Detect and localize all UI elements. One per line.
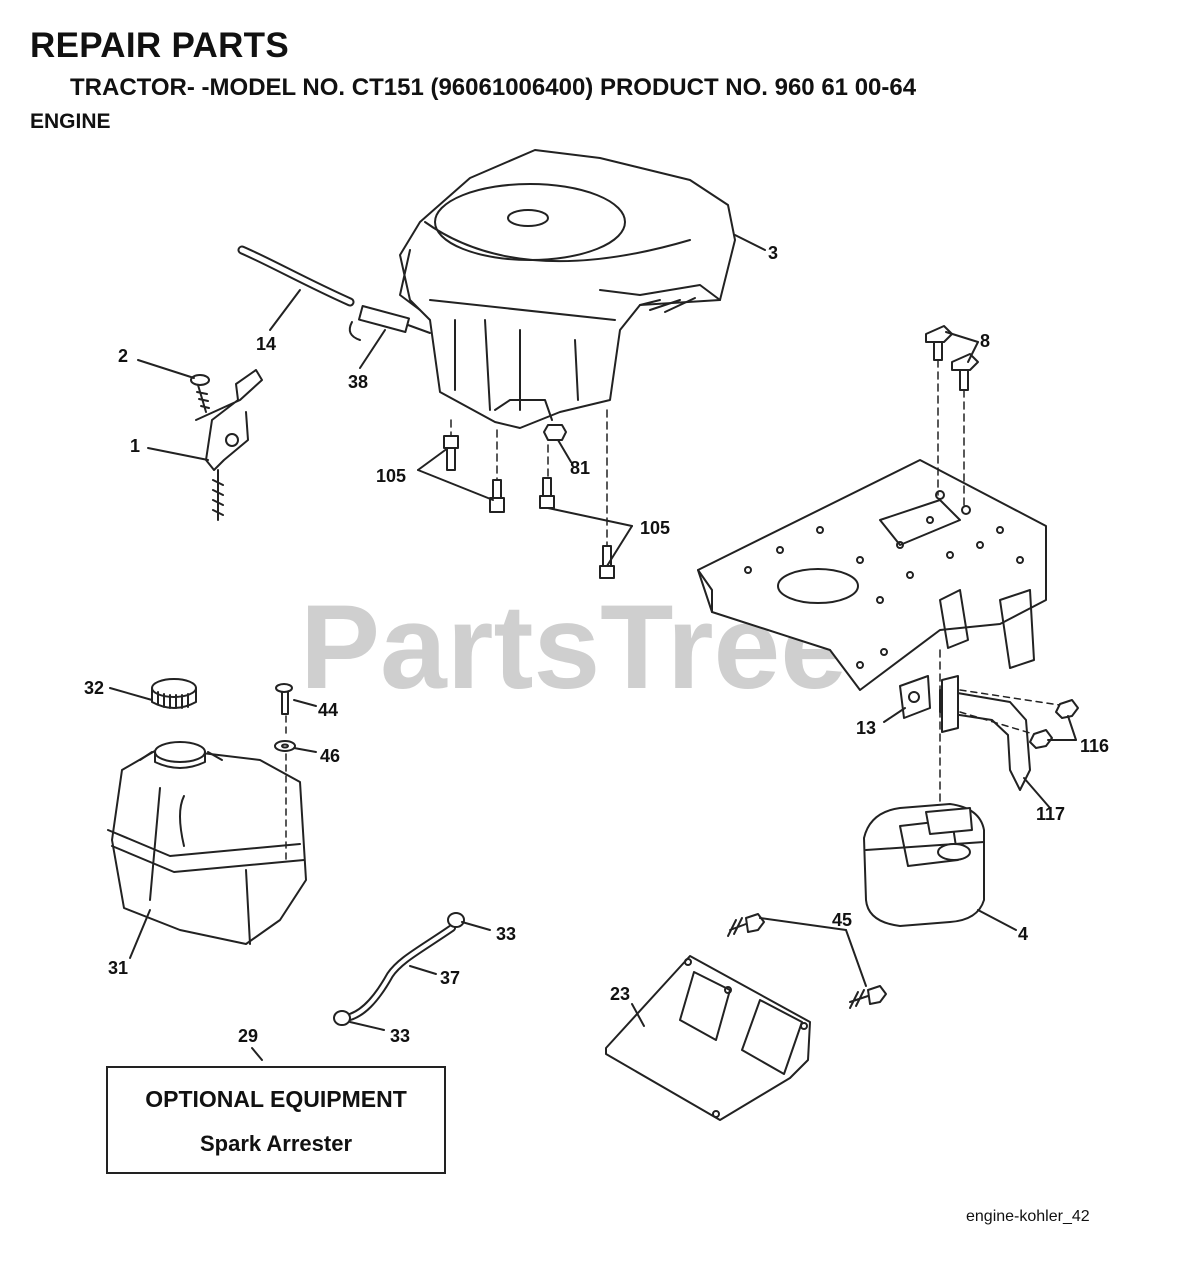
- engine-part[interactable]: [399, 149, 736, 429]
- gasket-part[interactable]: [899, 675, 931, 719]
- callout-105-right[interactable]: 105: [640, 518, 670, 538]
- tank-screw-part[interactable]: [275, 683, 293, 715]
- leader-lines: [109, 234, 1077, 1061]
- callout-81[interactable]: 81: [570, 458, 590, 478]
- callout-8[interactable]: 8: [980, 331, 990, 351]
- callout-13[interactable]: 13: [856, 718, 876, 738]
- callout-37[interactable]: 37: [440, 968, 460, 988]
- callout-2[interactable]: 2: [118, 346, 128, 366]
- fuel-cap-part[interactable]: [151, 678, 197, 709]
- callout-numbers: 3 14 38 2 1 105 81 105 8 13 116 117 4 45…: [84, 243, 1109, 1046]
- callout-32[interactable]: 32: [84, 678, 104, 698]
- throttle-control-part[interactable]: [195, 369, 263, 521]
- callout-23[interactable]: 23: [610, 984, 630, 1004]
- spark-arrester-label: Spark Arrester: [199, 1131, 353, 1156]
- engine-mount-plate: [697, 459, 1047, 691]
- callout-14[interactable]: 14: [256, 334, 276, 354]
- fuel-tank-part[interactable]: [107, 741, 307, 945]
- callout-33-top[interactable]: 33: [496, 924, 516, 944]
- callout-33-bottom[interactable]: 33: [390, 1026, 410, 1046]
- washer-part[interactable]: [274, 740, 296, 752]
- model-subtitle: TRACTOR- -MODEL NO. CT151 (96061006400) …: [70, 74, 917, 101]
- callout-4[interactable]: 4: [1018, 924, 1028, 944]
- callout-29[interactable]: 29: [238, 1026, 258, 1046]
- hose-clamp-part[interactable]: [333, 912, 465, 1026]
- muffler-part[interactable]: [863, 803, 985, 927]
- section-label: ENGINE: [30, 110, 111, 133]
- callout-31[interactable]: 31: [108, 958, 128, 978]
- callout-1[interactable]: 1: [130, 436, 140, 456]
- screw-part[interactable]: [190, 374, 210, 413]
- shield-screw-part[interactable]: [727, 913, 887, 1009]
- optional-equipment-box: OPTIONAL EQUIPMENT Spark Arrester: [106, 1066, 446, 1174]
- fuel-fitting-part[interactable]: [348, 305, 431, 341]
- diagram-reference: engine-kohler_42: [966, 1208, 1090, 1225]
- exhaust-pipe-part[interactable]: [939, 675, 1031, 791]
- callout-46[interactable]: 46: [320, 746, 340, 766]
- callout-3[interactable]: 3: [768, 243, 778, 263]
- optional-equipment-title: OPTIONAL EQUIPMENT: [145, 1086, 407, 1112]
- callout-44[interactable]: 44: [318, 700, 338, 720]
- exhaust-nut-part[interactable]: [1029, 699, 1079, 749]
- nut-part[interactable]: [543, 424, 567, 441]
- heat-shield-part[interactable]: [605, 955, 811, 1121]
- callout-117[interactable]: 117: [1036, 804, 1065, 824]
- callout-45[interactable]: 45: [832, 910, 852, 930]
- callout-38[interactable]: 38: [348, 372, 368, 392]
- callout-116[interactable]: 116: [1080, 736, 1109, 756]
- page-title: REPAIR PARTS: [30, 26, 289, 65]
- callout-105-left[interactable]: 105: [376, 466, 406, 486]
- engine-mount-dash-lines: [450, 409, 608, 547]
